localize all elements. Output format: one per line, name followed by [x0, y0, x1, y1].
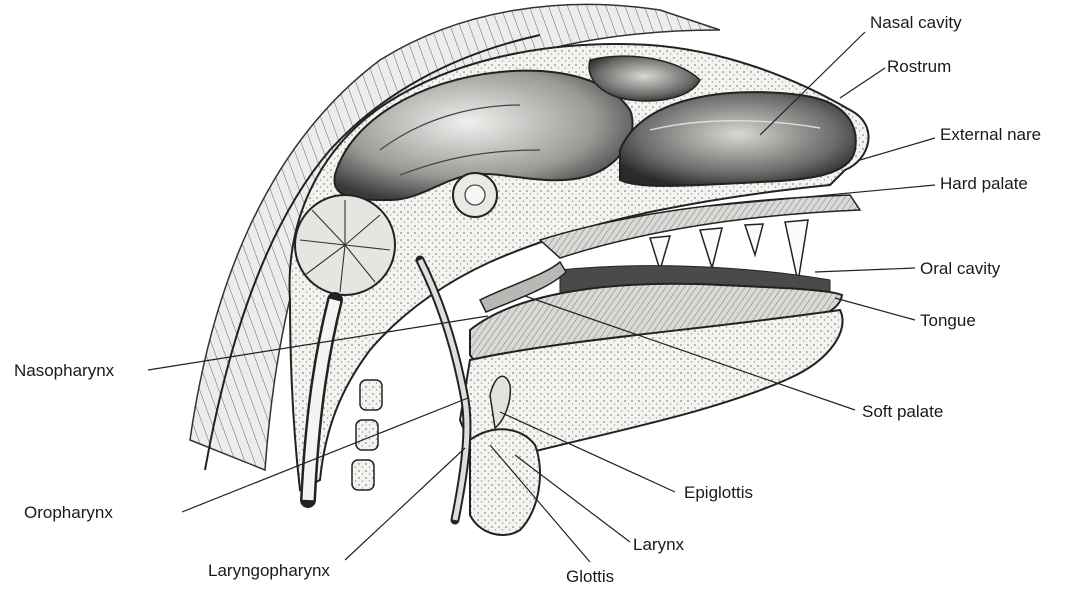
leader-tongue [835, 298, 915, 320]
label-hard-palate: Hard palate [940, 175, 1028, 192]
label-soft-palate: Soft palate [862, 403, 943, 420]
label-oropharynx: Oropharynx [24, 504, 113, 521]
label-tongue: Tongue [920, 312, 976, 329]
label-external-nare: External nare [940, 126, 1041, 143]
label-larynx: Larynx [633, 536, 684, 553]
leader-external-nare [860, 138, 935, 160]
label-laryngopharynx: Laryngopharynx [208, 562, 330, 579]
leader-oral-cavity [815, 268, 915, 272]
label-nasopharynx: Nasopharynx [14, 362, 114, 379]
label-epiglottis: Epiglottis [684, 484, 753, 501]
label-rostrum: Rostrum [887, 58, 951, 75]
leader-rostrum [840, 68, 885, 98]
label-nasal-cavity: Nasal cavity [870, 14, 962, 31]
label-glottis: Glottis [566, 568, 614, 585]
label-oral-cavity: Oral cavity [920, 260, 1000, 277]
larynx [470, 429, 540, 535]
